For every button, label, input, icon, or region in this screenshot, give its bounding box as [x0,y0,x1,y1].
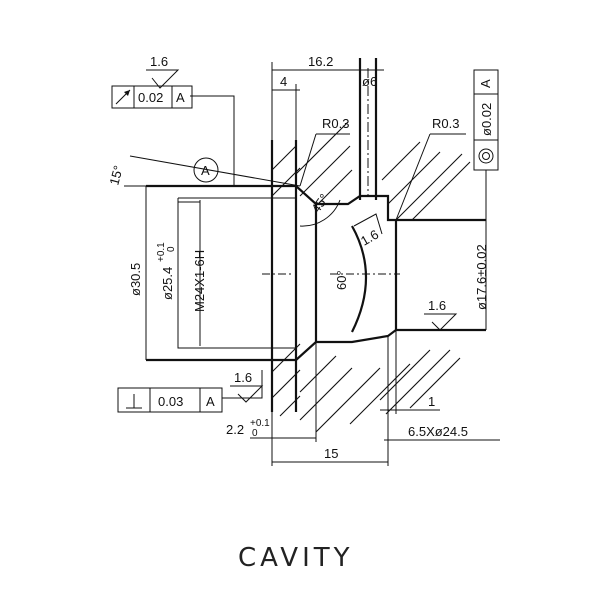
runout-value: 0.02 [138,90,163,105]
runout-arrow-icon [115,89,131,105]
dim-2-2-tol-lower: 0 [252,428,258,439]
concentricity-frame: A ø0.02 [473,69,499,171]
finish-right-value: 1.6 [428,298,446,313]
dim-17-6: ø17.6±0.02 [474,244,489,310]
lower-hatch [299,349,461,433]
dim-25-4-tol-lower: 0 [166,246,177,252]
datum-a-callout: A [193,157,219,183]
dimension-lines [124,62,500,466]
surface-finish-right: 1.6 [424,298,458,331]
dim-16-2: 16.2 [308,54,333,69]
dimension-labels: 16.2 4 ø6 R0.3 R0.3 15° 45° 60° ø30.5 ø2… [106,54,489,461]
dim-45-deg: 45° [308,191,332,216]
surface-finish-bottom: 1.6 [230,370,264,403]
dim-r03-right: R0.3 [432,116,459,131]
finish-top-value: 1.6 [150,54,168,69]
finish-bottom-value: 1.6 [234,370,252,385]
hatched-body [271,121,471,433]
concentricity-datum: A [478,79,493,88]
dim-25-4: ø25.4 [160,267,175,300]
upper-left-hatch [295,121,353,205]
dim-thread: M24X1-6H [192,250,207,312]
dim-2-2: 2.2 [226,422,244,437]
perpendicular-icon [126,394,142,409]
dim-4: 4 [280,74,287,89]
dim-r03-left: R0.3 [322,116,349,131]
upper-right-hatch [381,141,471,221]
dim-15: 15 [324,446,338,461]
concentricity-value: ø0.02 [479,103,494,136]
runout-frame: 0.02 A [111,85,193,109]
dim-30-5: ø30.5 [128,263,143,296]
dim-25-4-tol-upper: +0.1 [156,242,167,262]
runout-datum: A [176,90,185,105]
concentricity-icon [478,148,494,164]
perpendicularity-frame: 0.03 A [117,387,223,413]
dim-60-deg: 60° [334,270,349,290]
dim-spot-face: 6.5Xø24.5 [408,424,468,439]
dim-2-2-tol-upper: +0.1 [250,418,270,429]
dim-15-deg: 15° [106,164,126,187]
dim-1: 1 [428,394,435,409]
datum-a-label: A [201,163,210,178]
center-lines [262,68,400,275]
perpendicularity-value: 0.03 [158,394,183,409]
surface-finish-top: 1.6 [146,54,180,89]
drawing-title: CAVITY [238,543,354,573]
surface-finish-inner: 1.6 [353,213,383,249]
perpendicularity-datum: A [206,394,215,409]
dim-bore-6: ø6 [362,74,377,89]
profile-outline [146,58,486,412]
